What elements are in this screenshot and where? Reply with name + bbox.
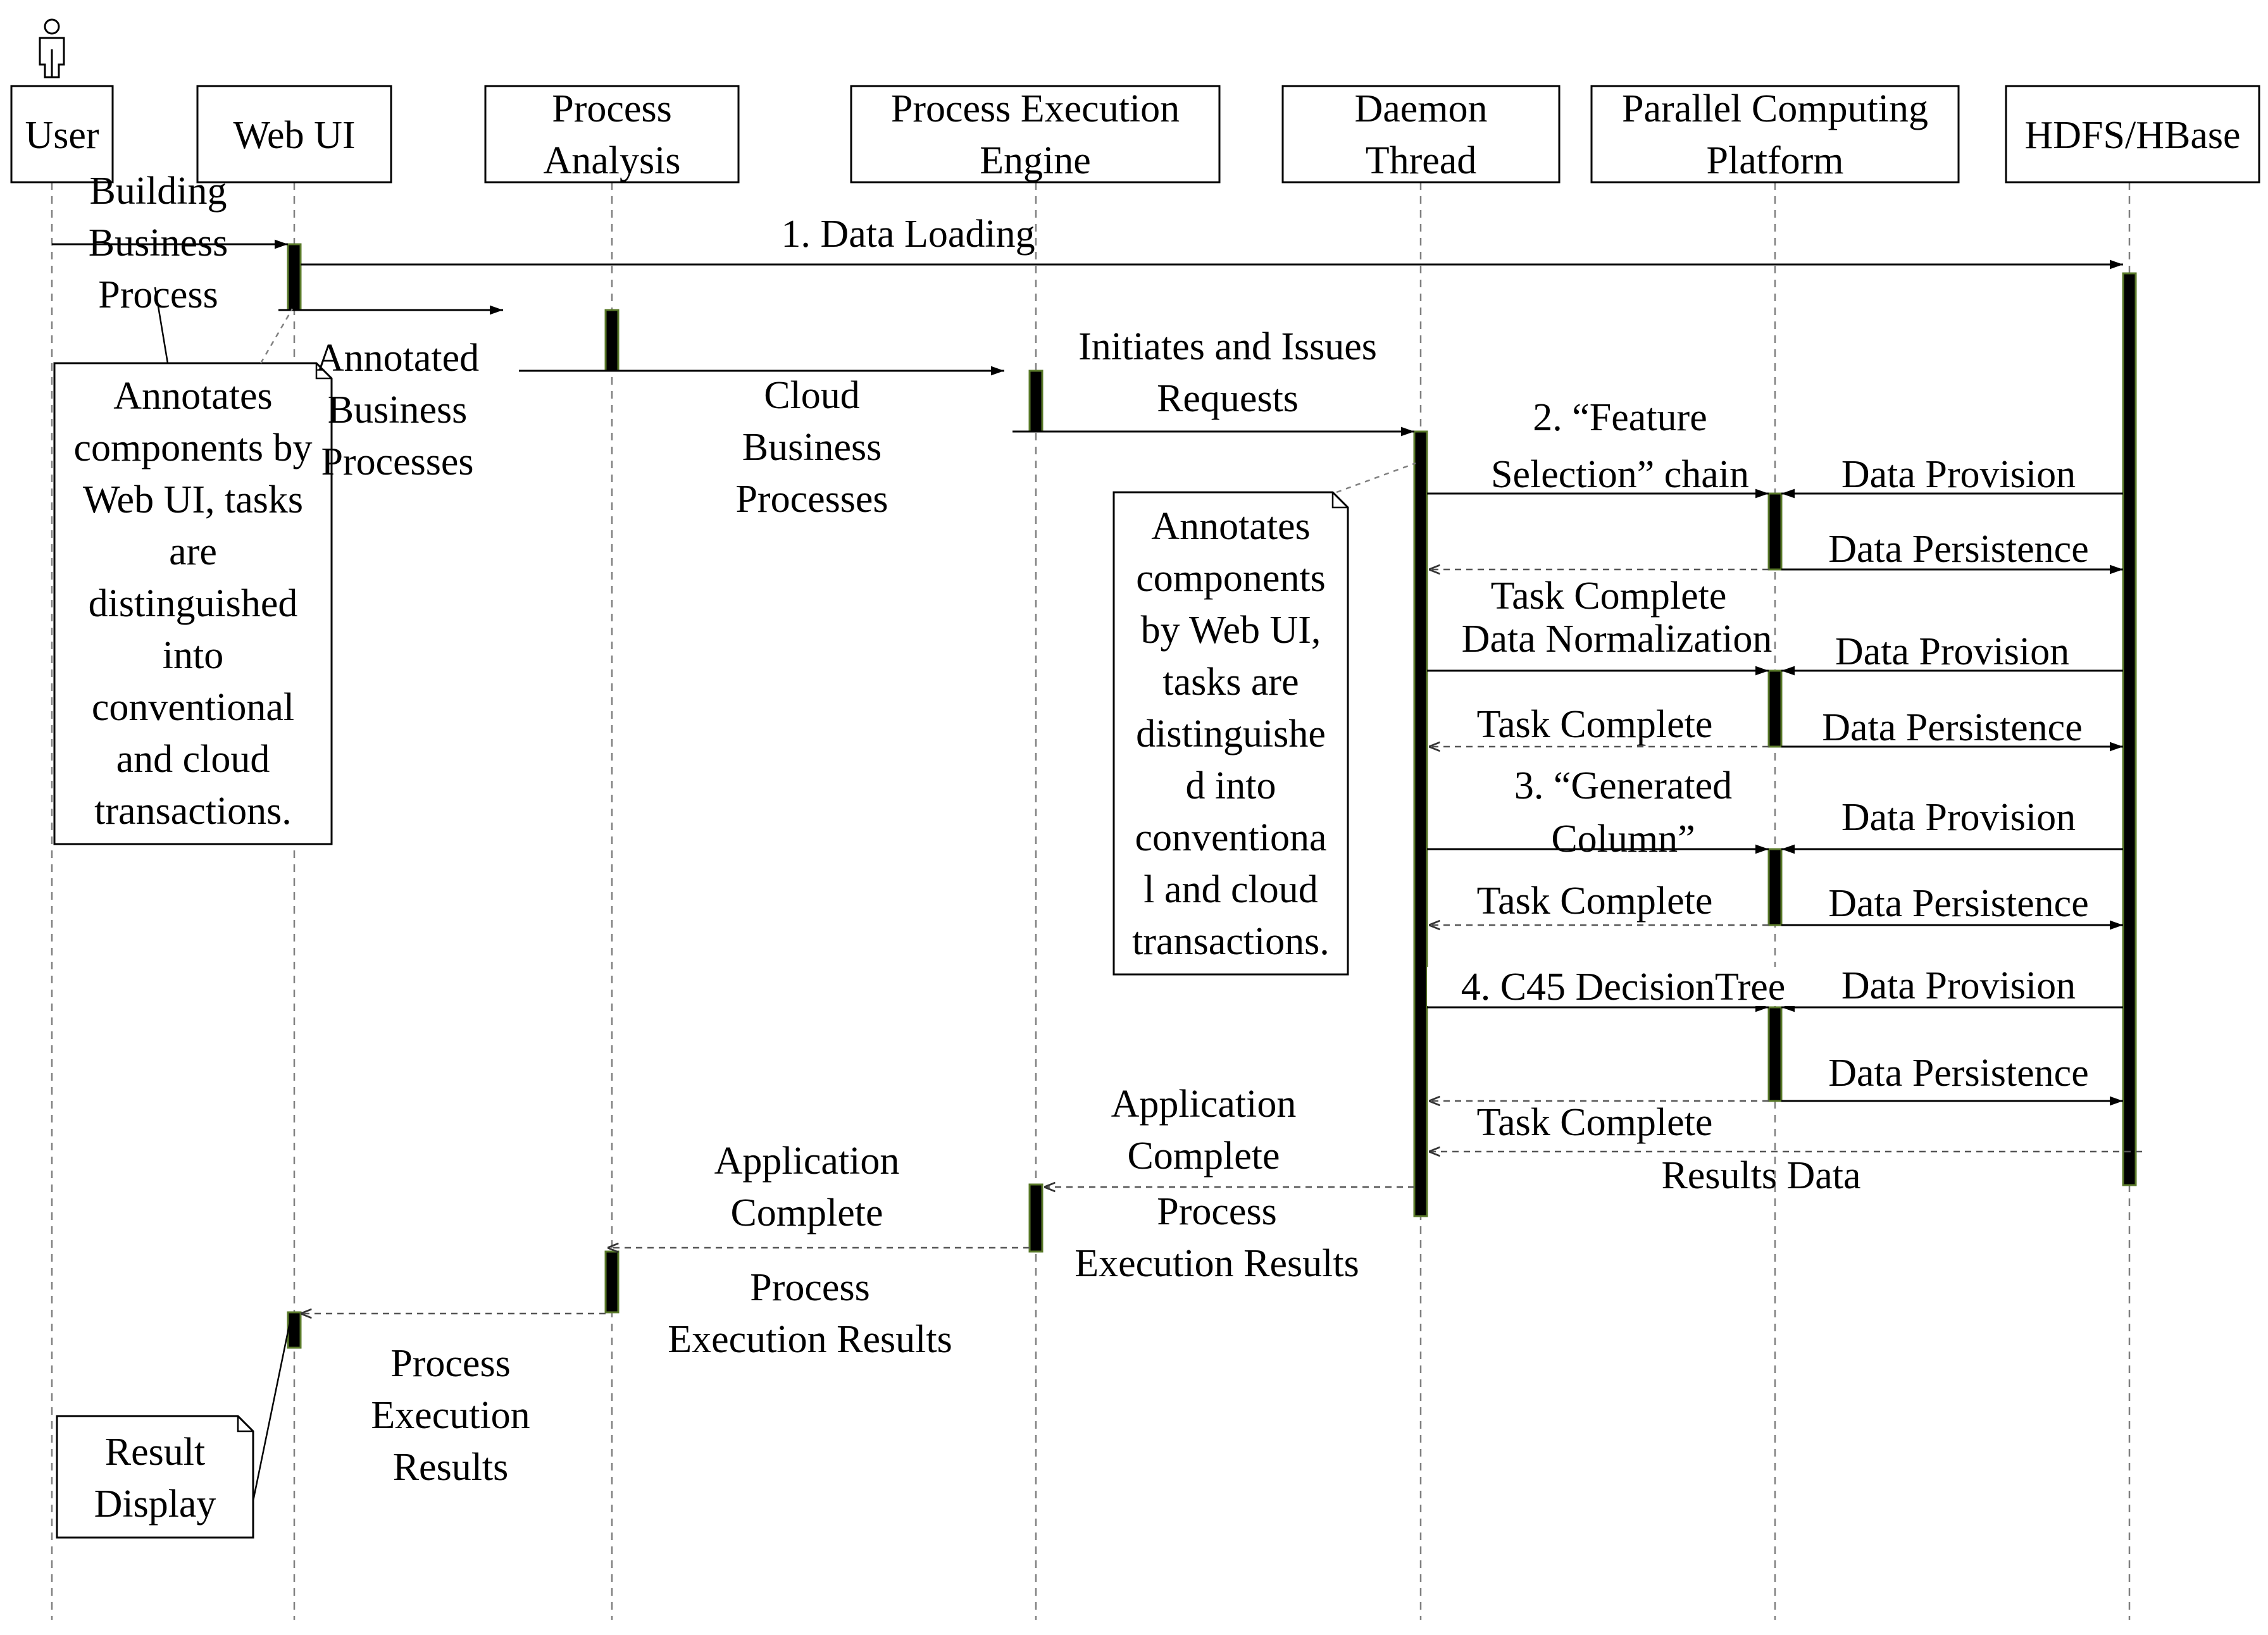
note-center xyxy=(1112,491,1349,976)
label-data-persistence-2: Data Persistence xyxy=(1822,706,2082,749)
anchor-result-display xyxy=(252,1322,291,1501)
participant-box-hdfs xyxy=(2005,85,2260,183)
note-result-display-fold xyxy=(237,1416,253,1433)
label-c45-background xyxy=(1427,967,1802,1006)
activation-bar-hdfs-4 xyxy=(2122,272,2137,1186)
label-data-loading: 1. Data Loading xyxy=(781,213,1035,256)
participant-label-user: User xyxy=(25,114,99,157)
participant-label-hdfs: HDFS/HBase xyxy=(2024,114,2240,157)
participant-box-engine xyxy=(850,85,1221,183)
label-data-normalization: Data Normalization xyxy=(1462,618,1773,661)
activation-bar-platform-5 xyxy=(1767,492,1783,571)
participant-box-user xyxy=(10,85,114,183)
anchor-building-process xyxy=(154,287,169,364)
user-actor-icon xyxy=(39,18,65,78)
activation-bar-engine-9 xyxy=(1028,1183,1044,1253)
participant-box-daemon xyxy=(1281,85,1561,183)
activation-bar-daemon-3 xyxy=(1413,430,1428,1217)
participant-label-webui: Web UI xyxy=(234,114,356,157)
participant-box-analysis xyxy=(484,85,740,183)
participant-box-webui xyxy=(196,85,392,183)
activation-bar-webui-11 xyxy=(287,1311,302,1349)
note-result-display xyxy=(56,1415,254,1539)
label-data-provision-4: Data Provision xyxy=(1841,964,2076,1007)
note-left xyxy=(53,362,333,845)
label-data-provision-2: Data Provision xyxy=(1835,630,2069,673)
participant-box-platform xyxy=(1590,85,1960,183)
messages xyxy=(52,239,2142,1314)
label-data-provision-3: Data Provision xyxy=(1841,796,2076,839)
notes xyxy=(53,287,1416,1539)
anchor-center-note xyxy=(1336,462,1416,494)
label-data-persistence-4: Data Persistence xyxy=(1828,1052,2088,1095)
activation-bar-platform-7 xyxy=(1767,848,1783,926)
label-task-complete-1: Task Complete xyxy=(1491,575,1727,618)
label-results-data: Results Data xyxy=(1661,1154,1860,1197)
activation-bar-analysis-1 xyxy=(604,309,620,372)
label-c45-decisiontree: 4. C45 DecisionTree xyxy=(1461,966,1786,1009)
activation-bar-analysis-10 xyxy=(604,1250,620,1314)
activation-bar-platform-8 xyxy=(1767,1006,1783,1102)
activation-bar-platform-6 xyxy=(1767,669,1783,748)
label-task-complete-3: Task Complete xyxy=(1477,880,1713,923)
activation-bars xyxy=(287,243,2137,1349)
label-task-complete-4: Task Complete xyxy=(1477,1101,1713,1144)
label-data-persistence-3: Data Persistence xyxy=(1828,882,2088,925)
note-left-fold xyxy=(315,363,332,380)
label-data-persistence-1: Data Persistence xyxy=(1828,528,2088,571)
anchor-left-note xyxy=(259,308,294,364)
label-data-provision-1: Data Provision xyxy=(1841,453,2076,496)
activation-bar-engine-2 xyxy=(1028,370,1044,433)
label-task-complete-2: Task Complete xyxy=(1477,703,1713,746)
note-center-fold xyxy=(1331,492,1348,509)
activation-bar-webui-0 xyxy=(287,243,302,311)
